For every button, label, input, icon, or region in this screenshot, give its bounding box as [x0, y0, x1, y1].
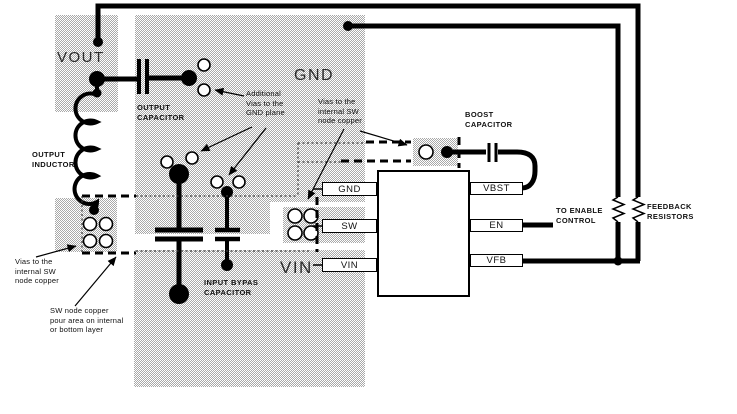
pin-vfb-label: VFB	[486, 255, 507, 266]
gnd-via	[160, 155, 174, 169]
pin-gnd-label: GND	[338, 183, 361, 195]
additional-vias-annotation: Additional Vias to the GND plane	[246, 89, 285, 117]
pin-vin-label: VIN	[340, 259, 359, 271]
pin-gnd: GND	[322, 182, 377, 196]
output-inductor-label: OUTPUT INDUCTOR	[32, 150, 75, 169]
pin-vbst-label: VBST	[483, 183, 510, 194]
boost-sw-via	[418, 144, 434, 160]
vias	[82, 58, 434, 249]
sw-pour-dotted-outline	[81, 142, 366, 253]
output-cap-right-pad	[181, 70, 197, 86]
bypass2-top-pad	[221, 186, 233, 198]
to-enable-control-label: TO ENABLE CONTROL	[556, 206, 603, 225]
output-inductor-symbol	[72, 79, 102, 211]
feedback-resistor-lower	[611, 196, 626, 223]
regulator-ic-body	[377, 170, 470, 297]
feedback-node-junction	[613, 256, 623, 266]
feedback-resistor-upper	[631, 196, 646, 223]
pin-vin: VIN	[322, 258, 377, 272]
boost-left-pad	[441, 146, 453, 158]
sw-via	[82, 233, 98, 249]
input-bypass-capacitor-label: INPUT BYPAS CAPACITOR	[204, 278, 259, 297]
bypass1-top-pad	[169, 164, 189, 184]
vias-internal-sw-annotation-left: Vias to the internal SW node copper	[15, 257, 59, 285]
sw-via	[98, 233, 114, 249]
inductor-top-junction	[92, 88, 102, 98]
gnd-plane-label: GND	[294, 67, 335, 84]
boost-capacitor-label: BOOST CAPACITOR	[465, 110, 513, 129]
pin-sw-label: SW	[341, 220, 358, 232]
vout-plane	[55, 15, 118, 112]
gnd-via	[232, 175, 246, 189]
vin-plane-label: VIN	[280, 258, 313, 277]
bypass1-bottom-pad	[169, 284, 189, 304]
pin-vbst: VBST	[470, 182, 523, 195]
gnd-via	[185, 151, 199, 165]
output-capacitor-symbol	[97, 59, 189, 94]
sw-pour-dashed-outline	[82, 137, 461, 255]
input-bypass-capacitor-1	[155, 174, 203, 294]
vias-internal-sw-annotation-top: Vias to the internal SW node copper	[318, 97, 362, 125]
gnd-topline-pad	[343, 21, 353, 31]
output-capacitor-label: OUTPUT CAPACITOR	[137, 103, 185, 122]
sw-via	[287, 208, 303, 224]
pin-en-label: EN	[489, 220, 504, 231]
gnd-feedback-trace	[348, 23, 621, 261]
gnd-via	[197, 83, 211, 97]
pin-sw: SW	[322, 219, 377, 233]
sw-node-pour-annotation: SW node copper pour area on internal or …	[50, 306, 124, 334]
boost-capacitor-symbol	[447, 143, 538, 191]
gnd-via	[210, 175, 224, 189]
bypass2-bottom-pad	[221, 259, 233, 271]
pads-and-junctions	[89, 21, 623, 304]
sw-via	[287, 225, 303, 241]
vout-plane-label: VOUT	[57, 49, 105, 66]
sw-via	[82, 216, 98, 232]
vout-pad	[89, 71, 105, 87]
sw-via	[98, 216, 114, 232]
vin-plane	[134, 250, 365, 387]
inductor-bottom-pad	[89, 205, 99, 215]
gnd-via	[197, 58, 211, 72]
input-bypass-capacitor-2	[215, 192, 240, 265]
vout-feedback-trace	[95, 3, 641, 261]
feedback-resistors-label: FEEDBACK RESISTORS	[647, 202, 694, 221]
annotation-arrows	[35, 87, 408, 307]
vout-topline-pad	[93, 37, 103, 47]
sw-via	[303, 225, 319, 241]
